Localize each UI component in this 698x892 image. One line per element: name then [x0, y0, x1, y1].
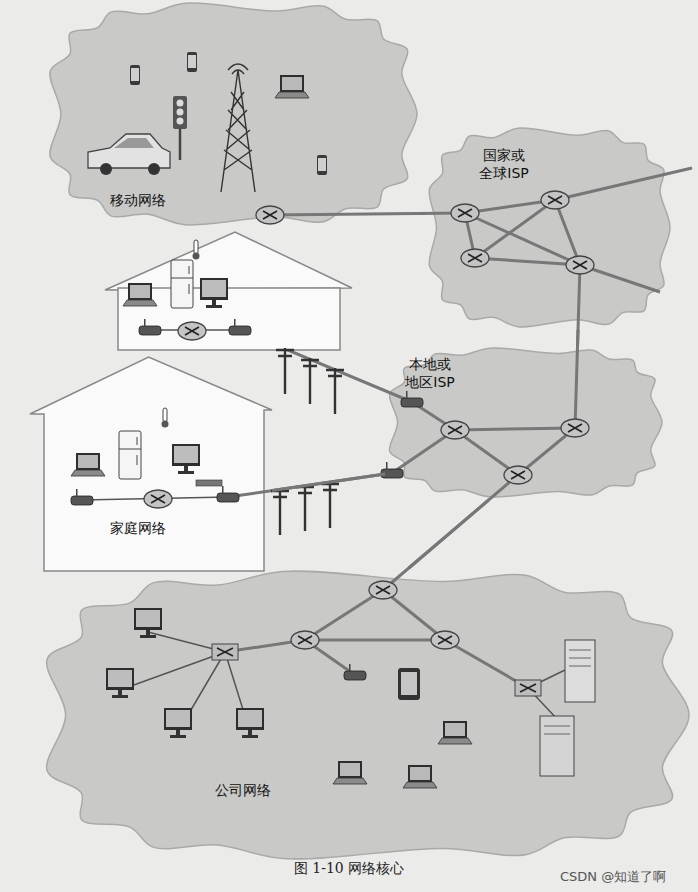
isp-cloud: 本地或 地区ISP	[385, 345, 665, 500]
mobile-network-cloud: 移动网络	[45, 0, 420, 228]
house-shape	[30, 357, 272, 571]
cloud-shape	[47, 571, 689, 859]
network-link	[272, 474, 385, 491]
watermark: CSDN @知道了啊	[560, 869, 666, 885]
cloud-outline	[45, 0, 420, 228]
company-network-cloud: 公司网络	[40, 568, 692, 862]
home-network-house: 家庭网络	[30, 355, 272, 572]
network-link	[420, 212, 425, 215]
region-label: 家庭网络	[110, 520, 166, 538]
cloud-shape	[429, 128, 670, 327]
network-link	[409, 500, 489, 568]
cloud-shape	[389, 348, 662, 497]
cloud-outline	[40, 568, 692, 862]
network-link	[576, 330, 579, 345]
figure-caption: 图 1-10 网络核心	[294, 860, 404, 878]
region-label: 移动网络	[110, 192, 166, 210]
cloud-shape	[50, 3, 417, 225]
isp-cloud: 国家或 全球ISP	[425, 125, 673, 330]
region-label: 公司网络	[215, 782, 271, 800]
cloud-outline	[425, 125, 673, 330]
region-label: 本地或 地区ISP	[397, 356, 463, 391]
region-label: 国家或 全球ISP	[471, 147, 537, 182]
house-outline	[30, 355, 272, 572]
